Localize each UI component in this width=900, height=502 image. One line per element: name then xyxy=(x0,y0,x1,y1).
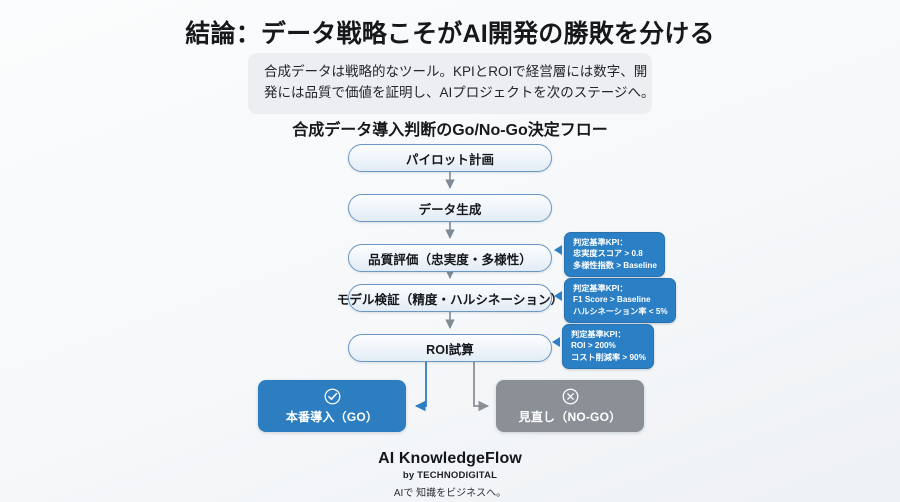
kpi-title: 判定基準KPI： xyxy=(573,284,628,293)
result-label-nogo: 見直し（NO-GO） xyxy=(518,410,622,424)
x-circle-icon xyxy=(562,388,578,405)
kpi-metric-2: ハルシネーション率 < 5% xyxy=(573,306,668,316)
kpi-metric-1: F1 Score > Baseline xyxy=(573,295,651,305)
result-label-go: 本番導入（GO） xyxy=(285,410,379,424)
footer: AI KnowledgeFlow by TECHNODIGITAL AIで 知識… xyxy=(0,450,900,499)
flow-node-generate[interactable]: データ生成 xyxy=(348,194,552,222)
flow-connectors xyxy=(414,172,490,412)
kpi-metric-2: コスト削減率 > 90% xyxy=(571,352,646,362)
kpi-callout-roi: 判定基準KPI： ROI > 200% コスト削減率 > 90% xyxy=(562,324,654,369)
kpi-metric-1: 忠実度スコア > 0.8 xyxy=(573,249,643,259)
flow-node-label: データ生成 xyxy=(418,202,482,217)
section-heading: 合成データ導入判断のGo/No-Go決定フロー xyxy=(292,122,608,139)
footer-tagline: AIで 知識をビジネスへ。 xyxy=(393,488,507,499)
kpi-pointer-validation-icon xyxy=(554,291,562,301)
kpi-callout-validation: 判定基準KPI： F1 Score > Baseline ハルシネーション率 <… xyxy=(564,278,676,323)
decision-flow-diagram: パイロット計画 データ生成 品質評価（忠実度・多様性） モデル検証（精度・ハルシ… xyxy=(0,138,900,448)
kpi-metric-2: 多様性指数 > Baseline xyxy=(573,260,657,270)
flow-node-label: パイロット計画 xyxy=(405,152,495,167)
kpi-callout-quality: 判定基準KPI： 忠実度スコア > 0.8 多様性指数 > Baseline xyxy=(564,232,665,277)
footer-byline: by TECHNODIGITAL xyxy=(402,470,498,481)
footer-brand: AI KnowledgeFlow xyxy=(378,450,522,467)
flow-node-quality[interactable]: 品質評価（忠実度・多様性） xyxy=(348,244,552,272)
kpi-pointer-roi-icon xyxy=(552,337,560,347)
flow-node-validation[interactable]: モデル検証（精度・ハルシネーション） xyxy=(337,284,563,312)
summary-line-2: 発には品質で価値を証明し、AIプロジェクトを次のステージへ。 xyxy=(264,84,655,100)
result-box-nogo[interactable]: 見直し（NO-GO） xyxy=(496,380,644,432)
flow-node-label: 品質評価（忠実度・多様性） xyxy=(368,252,532,267)
connector-roi-go xyxy=(414,362,427,412)
kpi-pointer-quality-icon xyxy=(554,245,562,255)
kpi-title: 判定基準KPI： xyxy=(573,238,628,247)
page-title: 結論：データ戦略こそがAI開発の勝敗を分ける xyxy=(185,20,715,48)
kpi-metric-1: ROI > 200% xyxy=(571,341,616,351)
flow-node-label: モデル検証（精度・ハルシネーション） xyxy=(336,292,564,307)
flow-node-label: ROI試算 xyxy=(426,342,474,357)
summary-callout: 合成データは戦略的なツール。KPIとROIで経営層には数字、開 発には品質で価値… xyxy=(248,53,655,114)
kpi-title: 判定基準KPI： xyxy=(571,330,626,339)
summary-line-1: 合成データは戦略的なツール。KPIとROIで経営層には数字、開 xyxy=(264,64,648,79)
flow-node-pilot[interactable]: パイロット計画 xyxy=(348,144,552,172)
connector-roi-nogo xyxy=(473,362,490,412)
result-box-go[interactable]: 本番導入（GO） xyxy=(258,380,406,432)
check-circle-icon xyxy=(324,388,340,405)
flow-node-roi[interactable]: ROI試算 xyxy=(348,334,552,362)
